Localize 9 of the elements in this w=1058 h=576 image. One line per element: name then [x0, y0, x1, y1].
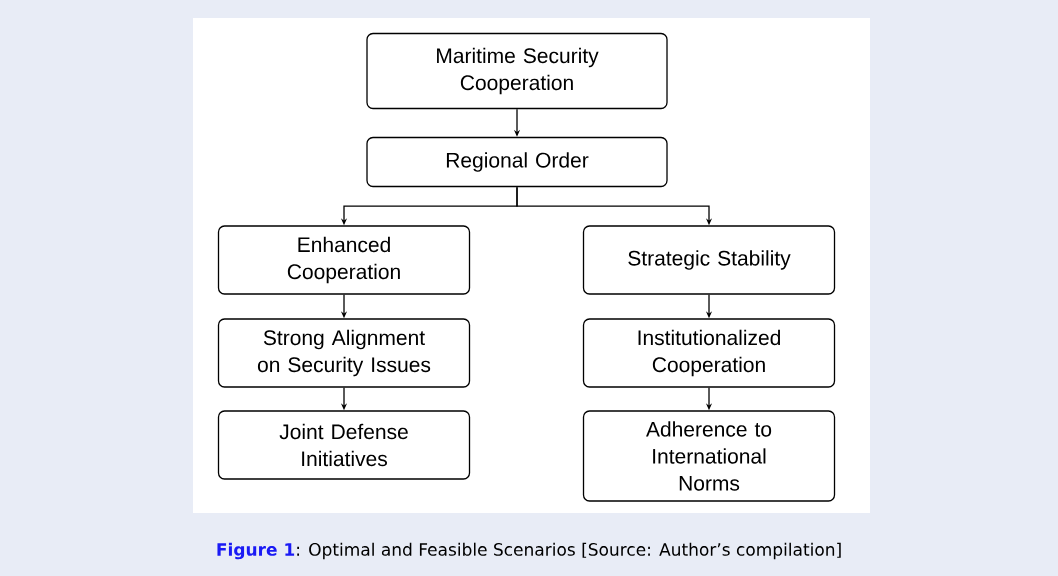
process-box: Maritime Security Cooperation — [366, 32, 668, 110]
process-box: Institutionalized Cooperation — [582, 318, 836, 388]
process-box: Joint Defense Initiatives — [217, 410, 471, 480]
process-box: Adherence to International Norms — [582, 410, 836, 502]
process-box: Regional Order — [366, 136, 668, 188]
process-box: Enhanced Cooperation — [217, 225, 471, 295]
process-box: Strong Alignment on Security Issues — [217, 318, 471, 388]
figure-caption: Figure 1: Optimal and Feasible Scenarios [Source: Author’s compilation] — [217, 542, 841, 560]
process-box: Strategic Stability — [582, 225, 836, 295]
